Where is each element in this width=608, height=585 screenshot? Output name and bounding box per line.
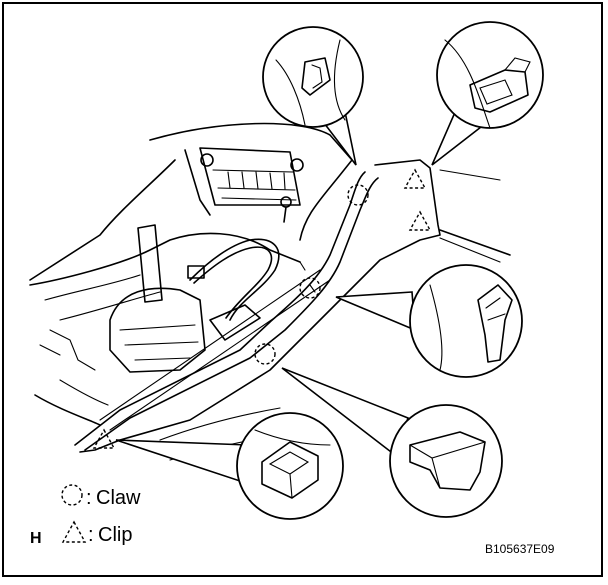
callout-claw-bottom bbox=[281, 367, 503, 518]
claw-detail bbox=[301, 57, 331, 96]
left-knob bbox=[200, 153, 214, 167]
callout-clip-top bbox=[431, 21, 544, 166]
clip-marker bbox=[403, 168, 427, 189]
claw-marker bbox=[299, 277, 321, 299]
legend-claw-label: Claw bbox=[96, 487, 141, 509]
clip-marker bbox=[408, 210, 432, 231]
right-knob bbox=[290, 158, 304, 172]
dashed-circle-icon bbox=[61, 484, 83, 506]
callout-circle bbox=[262, 26, 364, 128]
legend: : Claw H : Clip bbox=[30, 484, 141, 547]
shift-lever bbox=[137, 224, 163, 303]
callout-claw-top bbox=[262, 26, 364, 166]
claw-markers bbox=[254, 184, 369, 365]
callout-circle bbox=[389, 404, 503, 518]
wire-harness bbox=[189, 238, 280, 321]
clip-marker bbox=[92, 428, 116, 449]
shift-boot bbox=[109, 287, 206, 373]
callout-claw-right bbox=[335, 264, 523, 378]
clip-detail bbox=[261, 441, 319, 499]
console-illustration bbox=[29, 122, 511, 461]
side-panel-outer-edge bbox=[79, 159, 441, 453]
callout-clip-bottom bbox=[115, 412, 344, 520]
section-letter: H bbox=[30, 530, 42, 547]
audio-panel bbox=[199, 147, 301, 206]
claw-marker bbox=[254, 343, 276, 365]
frame-border bbox=[2, 2, 603, 577]
dash-lower-edge bbox=[29, 159, 176, 281]
figure-code: B105637E09 bbox=[485, 542, 555, 556]
callout-circle bbox=[236, 412, 344, 520]
callout-circle bbox=[409, 264, 523, 378]
clip-markers bbox=[92, 168, 432, 449]
claw-marker bbox=[347, 184, 369, 206]
dashboard-outline bbox=[149, 122, 353, 241]
claw-detail bbox=[409, 431, 486, 491]
connector bbox=[187, 265, 205, 279]
claw-detail bbox=[477, 284, 513, 363]
dashed-triangle-icon bbox=[61, 520, 87, 543]
side-panel-inner-edge bbox=[74, 171, 366, 446]
legend-separator: : bbox=[86, 487, 92, 509]
legend-clip-label: Clip bbox=[98, 524, 132, 546]
legend-separator: : bbox=[88, 524, 94, 546]
